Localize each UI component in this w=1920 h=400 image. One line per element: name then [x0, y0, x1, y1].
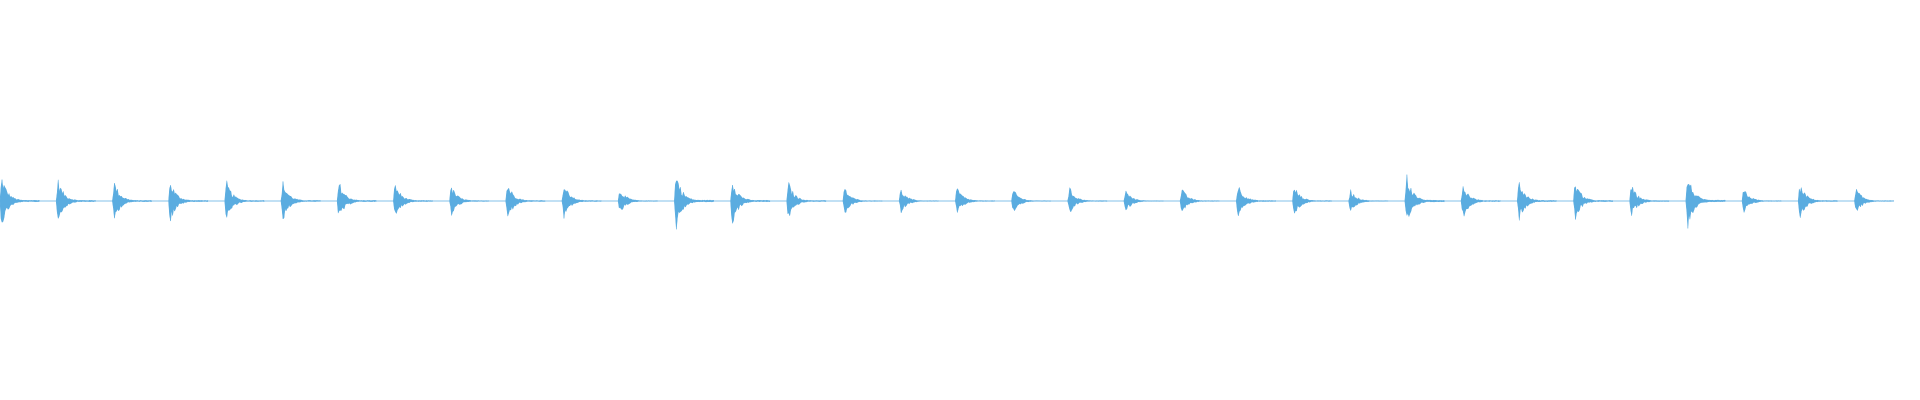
- waveform-pulse: [674, 180, 714, 230]
- waveform-pulse: [1797, 187, 1838, 218]
- waveform-pulse: [1460, 186, 1501, 217]
- waveform-pulse: [955, 188, 995, 213]
- waveform-pulse: [1517, 182, 1557, 221]
- waveform-pulse: [1629, 186, 1670, 216]
- waveform-pulse: [730, 185, 771, 224]
- waveform-pulse: [1123, 190, 1164, 211]
- waveform-pulse: [1011, 191, 1052, 212]
- waveform-pulse: [561, 189, 602, 219]
- waveform-pulse: [224, 180, 265, 218]
- waveform-pulse: [1348, 189, 1389, 212]
- waveform-pulse: [786, 182, 827, 216]
- waveform-pulse: [1685, 183, 1726, 229]
- waveform-pulse: [1292, 189, 1333, 215]
- waveform-pulse: [617, 193, 658, 211]
- waveform-pulse: [112, 183, 152, 219]
- waveform-pulse: [393, 185, 433, 215]
- waveform-pulse: [1573, 186, 1614, 220]
- waveform-pulse: [1404, 174, 1445, 218]
- waveform-pulse: [280, 181, 321, 220]
- waveform-pulse: [898, 189, 939, 214]
- waveform-pulse: [1854, 188, 1895, 212]
- waveform-pulse: [1179, 189, 1220, 212]
- waveform-pulse: [1236, 186, 1276, 217]
- waveform-pulse: [336, 183, 377, 214]
- waveform-pulse: [1741, 190, 1782, 214]
- waveform-pulse: [168, 185, 209, 222]
- waveform-pulse: [0, 179, 40, 223]
- waveform-pulse: [505, 187, 546, 217]
- pulse-group: [0, 174, 1895, 230]
- waveform-pulse: [1067, 186, 1108, 213]
- waveform-pulse: [55, 179, 96, 220]
- waveform-pulse: [449, 186, 490, 216]
- waveform-pulse: [842, 188, 883, 213]
